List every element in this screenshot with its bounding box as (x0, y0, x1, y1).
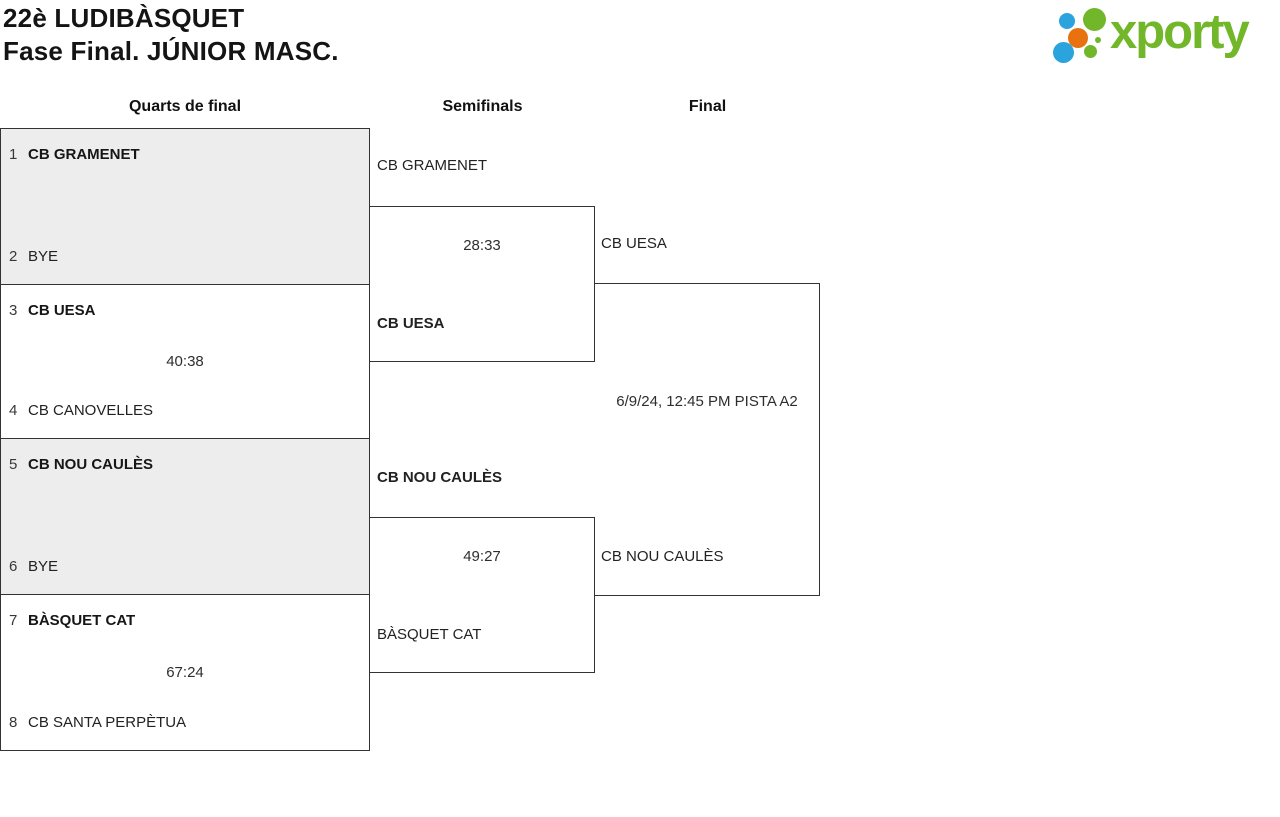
round-header-semifinals: Semifinals (442, 98, 523, 115)
match-semifinal-1[interactable]: 28:33 CB UESA (370, 206, 595, 362)
logo-dot-green-large-icon (1083, 8, 1106, 31)
team-name: CB NOU CAULÈS (601, 548, 724, 565)
team-name: CB SANTA PERPÈTUA (28, 714, 187, 731)
team-name: CB CANOVELLES (28, 402, 154, 419)
match-score: 40:38 (166, 352, 204, 370)
team-row: 4 CB CANOVELLES (1, 402, 369, 420)
seed-number: 3 (9, 302, 18, 319)
round-header-final: Final (688, 98, 727, 115)
match-semifinal-2[interactable]: 49:27 BÀSQUET CAT (370, 517, 595, 673)
xporty-logo: xporty (1045, 0, 1280, 75)
seed-number: 6 (9, 558, 18, 575)
match-score: 28:33 (463, 237, 501, 254)
seed-number: 8 (9, 714, 18, 731)
team-name: BÀSQUET CAT (28, 612, 136, 629)
team-name: BÀSQUET CAT (377, 626, 482, 643)
team-name: CB NOU CAULÈS (377, 469, 503, 486)
team-name: CB UESA (377, 315, 445, 332)
logo-dot-green-small-icon (1084, 45, 1097, 58)
team-row: 3 CB UESA (1, 302, 369, 320)
tournament-name: 22è LUDIBÀSQUET (3, 3, 245, 33)
team-name: CB NOU CAULÈS (28, 456, 154, 473)
match-quarterfinal-1[interactable]: 1 CB GRAMENET 2 BYE (0, 128, 370, 285)
page-title: 22è LUDIBÀSQUET Fase Final. JÚNIOR MASC. (3, 2, 339, 68)
team-row: 8 CB SANTA PERPÈTUA (1, 714, 369, 732)
final-schedule: 6/9/24, 12:45 PM PISTA A2 (616, 393, 798, 410)
round-header-quarterfinals: Quarts de final (128, 98, 242, 115)
team-name: CB GRAMENET (28, 146, 140, 163)
team-name: CB GRAMENET (377, 157, 488, 174)
logo-dot-orange-icon (1068, 28, 1088, 48)
team-row: 5 CB NOU CAULÈS (1, 456, 369, 474)
team-name: CB UESA (601, 235, 667, 252)
match-final[interactable]: 6/9/24, 12:45 PM PISTA A2 CB NOU CAULÈS (595, 283, 820, 596)
xporty-wordmark: xporty (1110, 5, 1250, 59)
team-name: BYE (28, 558, 59, 575)
team-name: CB UESA (28, 302, 96, 319)
seed-number: 7 (9, 612, 18, 629)
seed-number: 4 (9, 402, 18, 419)
team-name: BYE (28, 248, 59, 265)
logo-dot-blue-large-icon (1053, 42, 1074, 63)
team-row: 1 CB GRAMENET (1, 146, 369, 164)
logo-dot-green-tiny-icon (1095, 37, 1101, 43)
seed-number: 2 (9, 248, 18, 265)
team-row: 2 BYE (1, 248, 369, 266)
match-quarterfinal-4[interactable]: 7 BÀSQUET CAT 67:24 8 CB SANTA PERPÈTUA (0, 594, 370, 751)
team-row: 7 BÀSQUET CAT (1, 612, 369, 630)
match-quarterfinal-2[interactable]: 3 CB UESA 40:38 4 CB CANOVELLES (0, 284, 370, 439)
match-score: 49:27 (463, 548, 501, 565)
logo-dot-blue-small-icon (1059, 13, 1075, 29)
phase-category: Fase Final. JÚNIOR MASC. (3, 36, 339, 66)
match-score: 67:24 (166, 663, 204, 681)
seed-number: 5 (9, 456, 18, 473)
seed-number: 1 (9, 146, 18, 163)
match-quarterfinal-3[interactable]: 5 CB NOU CAULÈS 6 BYE (0, 438, 370, 595)
team-row: 6 BYE (1, 558, 369, 576)
